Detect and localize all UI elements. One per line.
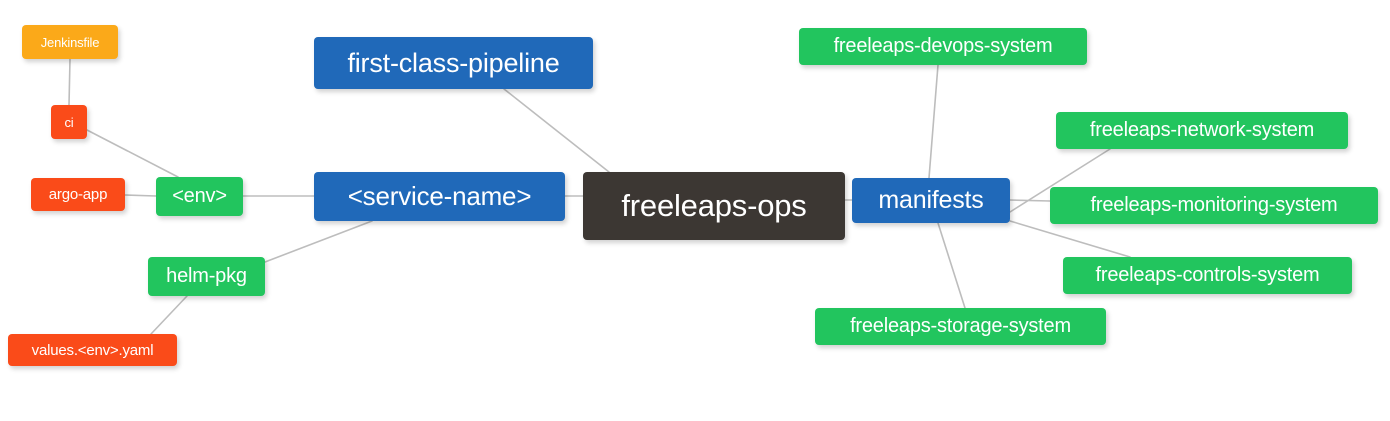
node-freeleaps-ops[interactable]: freeleaps-ops: [583, 172, 845, 240]
node-service-name[interactable]: <service-name>: [314, 172, 565, 221]
node-freeleaps-controls-system[interactable]: freeleaps-controls-system: [1063, 257, 1352, 294]
edge-manifests-to-freeleaps-devops-system: [928, 64, 939, 179]
edge-ci-to-env: [86, 129, 179, 178]
edge-manifests-to-freeleaps-controls-system: [1009, 220, 1131, 258]
node-helm-pkg[interactable]: helm-pkg: [148, 257, 265, 296]
edge-jenkinsfile-to-ci: [68, 58, 71, 106]
edge-manifests-to-freeleaps-storage-system: [937, 222, 966, 309]
edge-first-class-pipeline-to-freeleaps-ops: [503, 88, 610, 173]
node-values-env-yaml[interactable]: values.<env>.yaml: [8, 334, 177, 366]
node-freeleaps-devops-system[interactable]: freeleaps-devops-system: [799, 28, 1087, 65]
node-manifests[interactable]: manifests: [852, 178, 1010, 223]
edge-manifests-to-freeleaps-monitoring-system: [1009, 199, 1051, 202]
node-jenkinsfile[interactable]: Jenkinsfile: [22, 25, 118, 59]
edge-values-env-yaml-to-helm-pkg: [150, 295, 188, 335]
edge-helm-pkg-to-service-name: [264, 220, 373, 263]
node-freeleaps-monitoring-system[interactable]: freeleaps-monitoring-system: [1050, 187, 1378, 224]
node-argo-app[interactable]: argo-app: [31, 178, 125, 211]
node-env[interactable]: <env>: [156, 177, 243, 216]
node-freeleaps-network-system[interactable]: freeleaps-network-system: [1056, 112, 1348, 149]
edge-argo-app-to-env: [124, 194, 157, 197]
node-first-class-pipeline[interactable]: first-class-pipeline: [314, 37, 593, 89]
node-ci[interactable]: ci: [51, 105, 87, 139]
node-freeleaps-storage-system[interactable]: freeleaps-storage-system: [815, 308, 1106, 345]
